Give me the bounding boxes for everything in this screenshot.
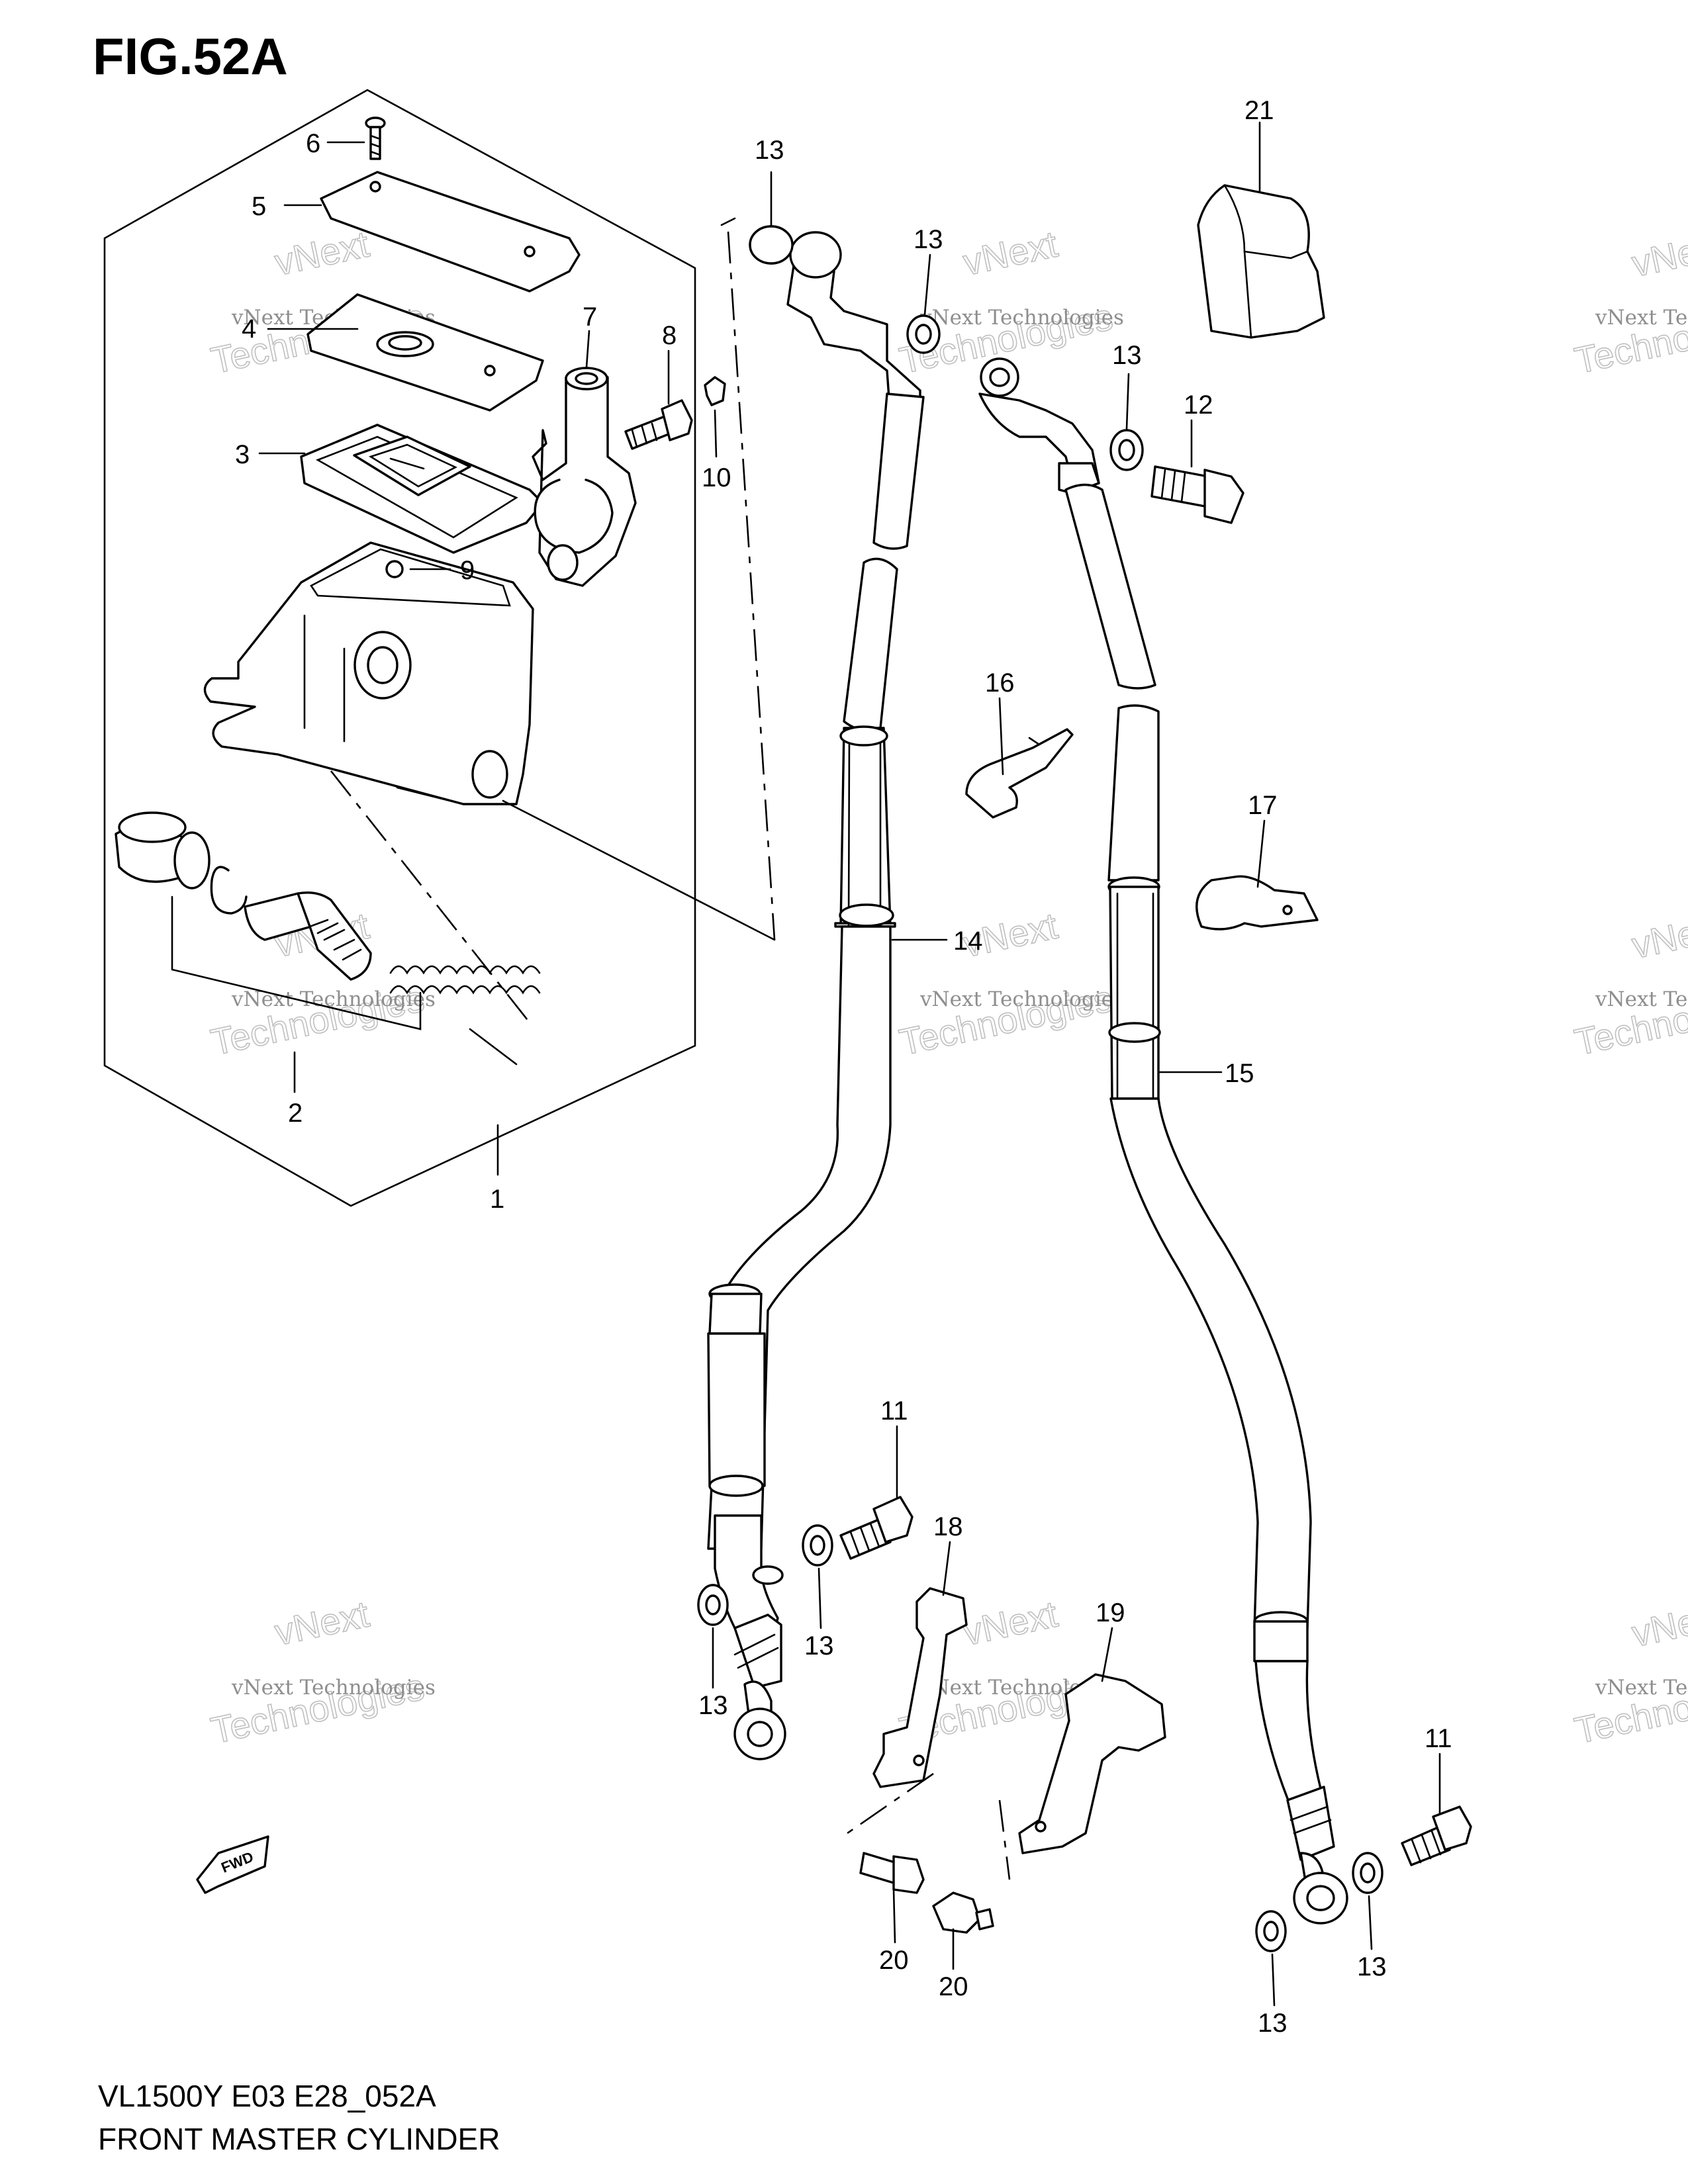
reservoir-cap [320, 171, 581, 293]
callout-19: 19 [1096, 1598, 1125, 1627]
callout-12: 12 [1184, 390, 1213, 420]
cap-screw [365, 116, 386, 160]
callout-9: 9 [460, 556, 475, 585]
callout-5: 5 [252, 192, 266, 221]
callout-13-b: 13 [914, 225, 943, 254]
svg-text:vNext Technologies: vNext Technologies [1595, 987, 1688, 1011]
figure-name: FRONT MASTER CYLINDER [98, 2122, 500, 2156]
watermark-6: vNext vNext Technologies Technologies [1570, 905, 1688, 1064]
svg-text:vNext Technologies: vNext Technologies [231, 1676, 436, 1700]
callout-1: 1 [490, 1185, 504, 1214]
assembly-box-outline [103, 89, 696, 1207]
svg-text:vNext Technologies: vNext Technologies [1595, 1676, 1688, 1700]
svg-text:vNext: vNext [1628, 224, 1688, 285]
watermark-3: vNext vNext Technologies Technologies [1570, 224, 1688, 382]
leader-lines [258, 121, 1441, 2007]
callout-11-b: 11 [1425, 1724, 1452, 1753]
callout-13-d: 13 [804, 1631, 834, 1661]
callout-14: 14 [953, 927, 983, 956]
callout-numbers: 6 5 4 7 8 10 3 9 2 1 13 13 13 12 21 16 1… [235, 96, 1452, 2038]
callout-13-c: 13 [1112, 341, 1142, 370]
watermark-9: vNext vNext Technologies Technologies [1570, 1594, 1688, 1752]
callout-20-a: 20 [879, 1946, 909, 1975]
callout-16: 16 [985, 668, 1015, 698]
o-ring [385, 560, 404, 578]
handlebar-holder [532, 367, 637, 587]
master-cylinder-body [203, 541, 534, 805]
callout-3: 3 [235, 440, 250, 469]
svg-text:vNext: vNext [960, 1593, 1062, 1653]
svg-text:vNext: vNext [1628, 1594, 1688, 1655]
callout-15: 15 [1225, 1059, 1254, 1088]
hose-bracket-18 [872, 1587, 968, 1788]
callout-2: 2 [288, 1099, 303, 1128]
callout-13-a: 13 [755, 136, 784, 165]
bracket-bolt-20-left [859, 1852, 925, 1894]
callout-17: 17 [1248, 791, 1278, 820]
union-bolt-11-right [1401, 1805, 1472, 1866]
callout-13-g: 13 [1258, 2009, 1288, 2038]
callout-21: 21 [1244, 96, 1274, 125]
svg-text:vNext Technologies: vNext Technologies [919, 306, 1124, 330]
svg-text:vNext Technologies: vNext Technologies [1595, 306, 1688, 330]
callout-10: 10 [702, 463, 731, 492]
union-bolt-11-left [839, 1496, 914, 1560]
holder-bolt [624, 399, 693, 450]
figure-title: FIG.52A [93, 27, 288, 85]
watermark-2: vNext vNext Technologies Technologies [895, 222, 1124, 382]
piston-kit [115, 811, 541, 1093]
reservoir-nipple [704, 376, 726, 406]
washers [697, 225, 1383, 1952]
callout-18: 18 [933, 1512, 963, 1541]
svg-text:vNext: vNext [271, 1593, 373, 1653]
svg-text:vNext: vNext [1628, 906, 1688, 966]
svg-text:vNext Technologies: vNext Technologies [919, 987, 1124, 1011]
hose-clamp-16 [965, 728, 1074, 819]
hose-clamp-17 [1196, 875, 1319, 931]
callout-13-f: 13 [1357, 1952, 1387, 1981]
right-brake-hose [978, 357, 1348, 1925]
rubber-boot [1197, 184, 1325, 339]
svg-text:vNext: vNext [960, 223, 1062, 283]
callout-6: 6 [306, 129, 320, 158]
callout-7: 7 [583, 302, 597, 332]
svg-text:vNext: vNext [271, 223, 373, 283]
callout-4: 4 [242, 314, 256, 343]
figure-code: VL1500Y E03 E28_052A [98, 2079, 436, 2113]
watermark-7: vNext vNext Technologies Technologies [207, 1592, 436, 1752]
callout-8: 8 [662, 321, 677, 350]
callout-20-b: 20 [939, 1972, 968, 2001]
bracket-bolt-20-right [932, 1891, 994, 1934]
callout-13-e: 13 [698, 1691, 728, 1720]
diaphragm-plate [306, 293, 544, 412]
union-bolt-12 [1150, 465, 1244, 524]
fwd-arrow-icon: FWD [196, 1835, 269, 1894]
hose-bracket-19 [1018, 1673, 1166, 1854]
callout-11-a: 11 [880, 1396, 908, 1426]
watermark-5: vNext vNext Technologies Technologies [895, 904, 1124, 1064]
diaphragm [300, 424, 544, 554]
